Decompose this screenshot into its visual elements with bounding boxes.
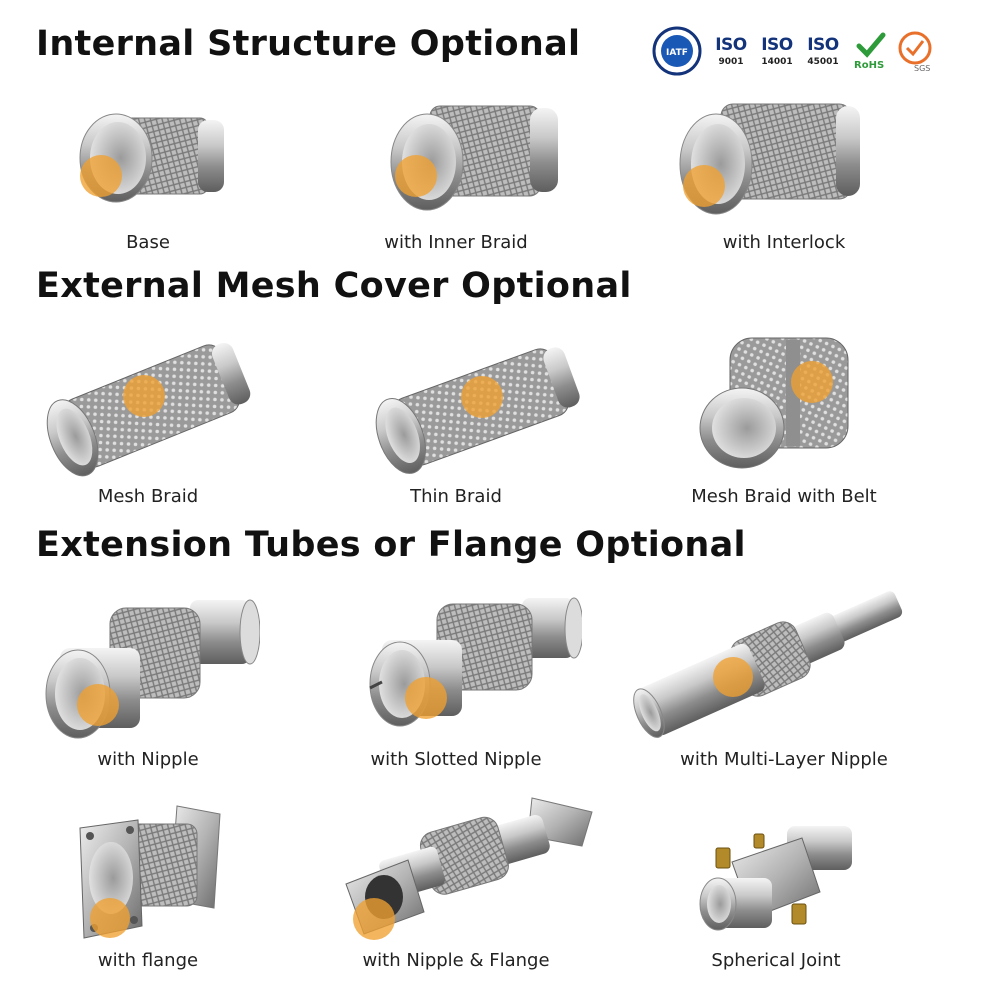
product-thin-braid xyxy=(365,330,595,480)
product-flange xyxy=(72,796,232,946)
orange-dot-icon xyxy=(123,375,165,417)
orange-dot-icon xyxy=(395,155,437,197)
caption-multilayer-nipple: with Multi-Layer Nipple xyxy=(680,749,888,770)
caption-thin-braid: Thin Braid xyxy=(410,486,502,507)
caption-spherical-joint: Spherical Joint xyxy=(711,950,841,971)
product-base xyxy=(68,96,233,221)
iso-9001-icon: ISO 9001 xyxy=(710,26,752,72)
product-slotted-nipple xyxy=(362,588,582,738)
product-mesh-braid xyxy=(36,330,266,480)
iso-45001-icon: ISO 45001 xyxy=(802,26,844,72)
caption-slotted-nipple: with Slotted Nipple xyxy=(370,749,542,770)
caption-interlock: with Interlock xyxy=(722,232,846,253)
caption-mesh-belt: Mesh Braid with Belt xyxy=(691,486,877,507)
iatf-seal-icon: IATF xyxy=(652,26,702,76)
product-nipple-flange xyxy=(342,784,602,949)
product-inner-braid xyxy=(385,94,565,219)
orange-dot-icon xyxy=(791,361,833,403)
rohs-check-icon xyxy=(856,32,886,58)
product-mesh-belt xyxy=(690,330,860,480)
section-title-extension: Extension Tubes or Flange Optional xyxy=(36,525,746,565)
iso-9001-number: 9001 xyxy=(718,57,744,67)
iso-label: ISO xyxy=(807,35,839,55)
product-multilayer-nipple xyxy=(625,565,925,750)
orange-dot-icon xyxy=(353,898,395,940)
section-title-internal: Internal Structure Optional xyxy=(36,24,581,64)
product-nipple xyxy=(40,588,260,748)
iso-14001-icon: ISO 14001 xyxy=(756,26,798,72)
orange-dot-icon xyxy=(683,165,725,207)
product-interlock xyxy=(676,94,866,219)
section-title-external: External Mesh Cover Optional xyxy=(36,266,632,306)
orange-dot-icon xyxy=(405,677,447,719)
iso-45001-number: 45001 xyxy=(807,57,839,67)
caption-flange: with flange xyxy=(97,950,199,971)
iso-label: ISO xyxy=(715,35,747,55)
certification-logos: IATF ISO 9001 ISO 14001 ISO 45001 RoHS S… xyxy=(652,26,942,82)
orange-dot-icon xyxy=(713,657,753,697)
caption-nipple-flange: with Nipple & Flange xyxy=(362,950,550,971)
caption-mesh-braid: Mesh Braid xyxy=(97,486,199,507)
orange-dot-icon xyxy=(90,898,130,938)
orange-dot-icon xyxy=(77,684,119,726)
iatf-text: IATF xyxy=(666,48,688,58)
sgs-text: SGS xyxy=(914,64,931,73)
caption-base: Base xyxy=(126,232,170,253)
iso-14001-number: 14001 xyxy=(761,57,793,67)
rohs-text: RoHS xyxy=(854,60,885,71)
iso-label: ISO xyxy=(761,35,793,55)
product-spherical-joint xyxy=(692,812,862,942)
sgs-icon xyxy=(898,31,932,65)
caption-inner-braid: with Inner Braid xyxy=(384,232,528,253)
orange-dot-icon xyxy=(461,376,503,418)
orange-dot-icon xyxy=(80,155,122,197)
caption-nipple: with Nipple xyxy=(97,749,199,770)
